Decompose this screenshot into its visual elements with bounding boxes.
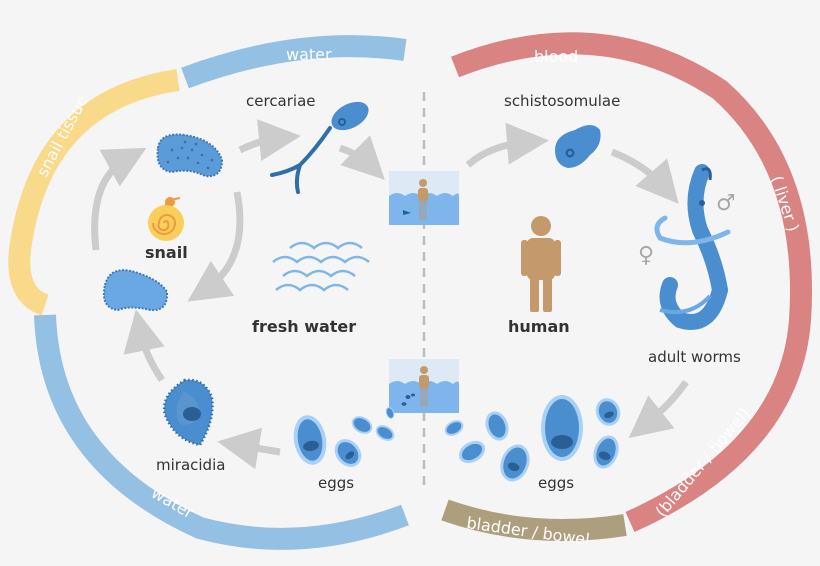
- label-eggs-right: eggs: [538, 474, 574, 492]
- arrow-worms-to-eggs: [628, 379, 689, 439]
- band-snail-tissue: [8, 69, 180, 316]
- fresh-water-waves-icon: [272, 241, 370, 292]
- band-blood: [450, 32, 812, 533]
- human-icon: [521, 216, 561, 312]
- arrow-sporocyst-to-cercariae: [238, 119, 301, 161]
- schistosomulae-icon: [555, 125, 601, 168]
- arrow-eggs-to-miracidia: [217, 427, 281, 470]
- mother-sporocyst-icon: [102, 269, 169, 312]
- label-schistosomulae: schistosomulae: [504, 92, 620, 110]
- label-adult-worms: adult worms: [648, 348, 741, 366]
- miracidia-icon: [162, 378, 214, 447]
- label-fresh-water: fresh water: [252, 317, 356, 336]
- label-miracidia: miracidia: [156, 456, 225, 474]
- sporocyst-icon: [156, 133, 224, 178]
- arrow-snail-up: [91, 147, 147, 251]
- label-eggs-left: eggs: [318, 474, 354, 492]
- arrow-water-to-schistosomulae: [465, 122, 549, 168]
- arrow-cercariae-to-water: [338, 135, 385, 180]
- label-cercariae: cercariae: [246, 92, 316, 110]
- arrow-miracidia-to-snail: [123, 309, 165, 382]
- band-label-blood: blood: [534, 47, 578, 66]
- adult-worms-icon: [654, 164, 731, 330]
- band-label-water-top: water: [286, 45, 332, 64]
- eggs-right-icon: [444, 395, 621, 482]
- band-bladder-bowel: [441, 499, 627, 541]
- label-human: human: [508, 317, 570, 336]
- arrow-schistosomulae-to-worms: [610, 148, 679, 204]
- cercariae-icon: [270, 101, 369, 194]
- water-scene-icon-top: [389, 171, 459, 225]
- water-scene-icon-bottom: [389, 359, 459, 413]
- band-water-top: [181, 35, 407, 89]
- male-symbol-icon: ♂: [716, 191, 736, 216]
- eggs-left-icon: [293, 407, 395, 467]
- arrow-snail-down: [187, 191, 244, 302]
- band-water-bottom: [34, 314, 409, 550]
- label-snail: snail: [145, 243, 188, 262]
- snail-icon: [148, 197, 184, 241]
- female-symbol-icon: ♀: [638, 243, 654, 268]
- band-label-snail-tissue: snail tissue: [33, 92, 92, 180]
